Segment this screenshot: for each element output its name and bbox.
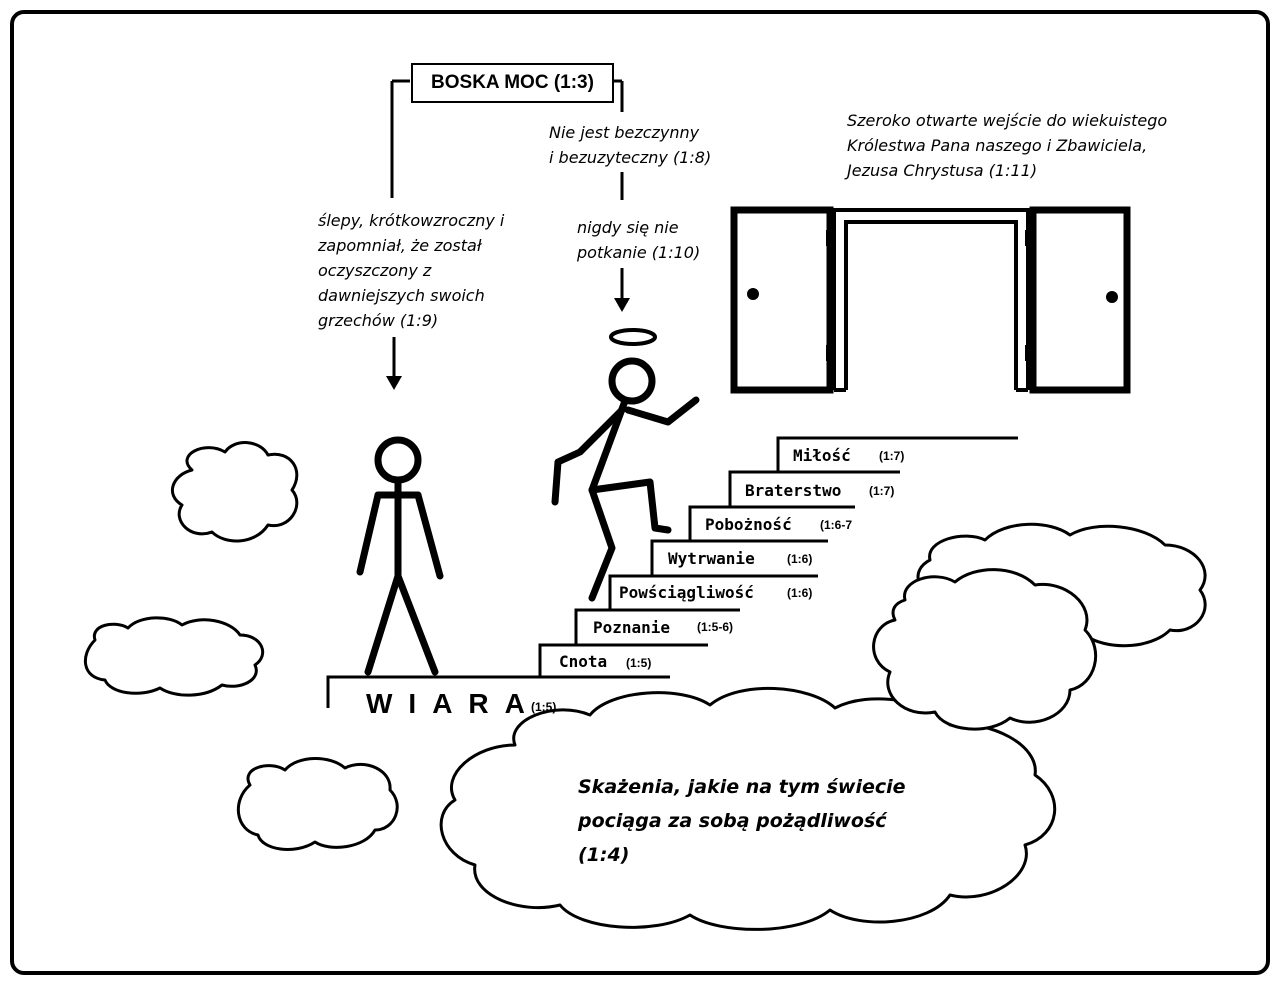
step-label: Poznanie <box>593 618 671 637</box>
doorframe-inner <box>844 220 1018 390</box>
step-ref: (1:6) <box>787 586 813 600</box>
diagram-frame <box>10 10 1270 975</box>
annotation-blind-line: dawniejszych swoich <box>318 286 485 305</box>
cloud-text-line: (1:4) <box>578 844 630 866</box>
arrow-down-right <box>614 298 630 312</box>
boska-moc-label: BOSKA MOC (1:3) <box>431 72 594 93</box>
door-knob-left <box>747 288 759 300</box>
annotation-blind-line: ślepy, krótkowzroczny i <box>318 211 505 230</box>
annotation-blind-line: zapomniał, że został <box>318 236 482 255</box>
cloud-left-middle <box>83 616 265 697</box>
annotation-never-stumble-line: potkanie (1:10) <box>577 243 701 262</box>
annotation-entrance: Szeroko otwarte wejście do wiekuistego K… <box>847 108 1167 183</box>
doorframe-outer <box>832 208 1030 390</box>
base-ref: (1:5) <box>531 700 557 714</box>
step-label: Pobożność <box>705 515 792 534</box>
cloud-left-bottom <box>236 757 399 851</box>
annotation-active: Nie jest bezczynny i bezuzyteczny (1:8) <box>549 120 711 170</box>
arrow-down-left <box>386 376 402 390</box>
step-label: Cnota <box>559 652 608 671</box>
cloud-text-line: Skażenia, jakie na tym świecie <box>578 776 906 798</box>
step-ref: (1:6-7 <box>820 518 853 532</box>
step-ref: (1:5-6) <box>697 620 734 634</box>
step-ref: (1:7) <box>869 484 895 498</box>
step-label: Miłość <box>793 446 851 465</box>
boska-moc-box: BOSKA MOC (1:3) <box>411 63 614 103</box>
cloud-text-line: pociąga za sobą pożądliwość <box>578 810 887 832</box>
step-ref: (1:5) <box>626 656 652 670</box>
cloud-left-top <box>170 441 299 543</box>
step-ref: (1:6) <box>787 552 813 566</box>
climbing-figure <box>551 357 700 602</box>
cloud-bottom-large <box>439 687 1057 931</box>
annotation-blind: ślepy, krótkowzroczny i zapomniał, że zo… <box>318 208 504 333</box>
staircase <box>326 436 1018 708</box>
step-label: Braterstwo <box>745 481 842 500</box>
step-label: Powściągliwość <box>619 583 754 602</box>
annotation-blind-line: grzechów (1:9) <box>318 311 439 330</box>
annotation-never-stumble: nigdy się nie potkanie (1:10) <box>577 215 700 265</box>
cloud-right-middle <box>872 568 1098 731</box>
cloud-text: Skażenia, jakie na tym świecie pociąga z… <box>578 770 906 872</box>
base-label-wiara: WIARA <box>366 688 541 719</box>
annotation-entrance-line: Królestwa Pana naszego i Zbawiciela, <box>847 136 1148 155</box>
step-ref: (1:7) <box>879 449 905 463</box>
standing-figure <box>356 436 444 676</box>
annotation-never-stumble-line: nigdy się nie <box>577 218 679 237</box>
annotation-entrance-line: Jezusa Chrystusa (1:11) <box>847 161 1038 180</box>
door-left <box>730 206 834 394</box>
annotation-active-line: i bezuzyteczny (1:8) <box>549 148 712 167</box>
door-knob-right <box>1106 291 1118 303</box>
halo-icon <box>609 328 657 346</box>
annotation-active-line: Nie jest bezczynny <box>549 123 700 142</box>
annotation-entrance-line: Szeroko otwarte wejście do wiekuistego <box>847 111 1168 130</box>
step-label: Wytrwanie <box>668 549 755 568</box>
annotation-blind-line: oczyszczony z <box>318 261 432 280</box>
